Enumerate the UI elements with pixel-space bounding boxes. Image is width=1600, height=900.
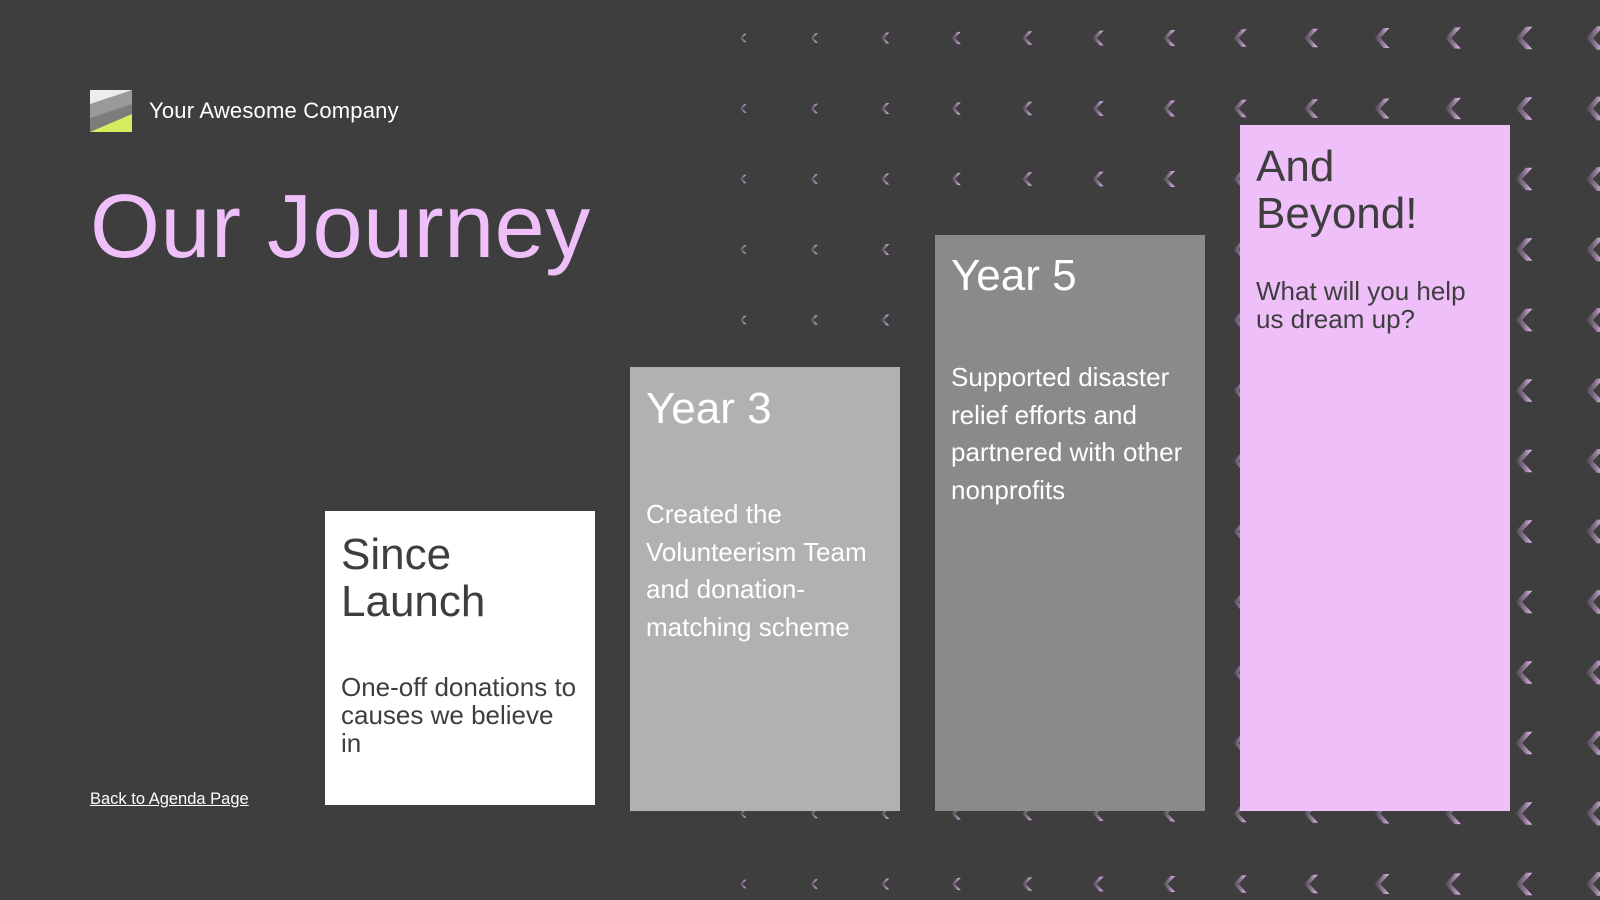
company-name: Your Awesome Company [149,98,399,123]
chevron-left-icon [810,879,818,889]
chevron-left-icon [740,315,747,325]
chevron-left-icon [1163,876,1176,892]
card-title: Since Launch [341,530,486,627]
chevron-left-icon [1586,167,1600,191]
chevron-left-icon [1445,27,1461,49]
chevron-left-icon [1586,26,1600,50]
chevron-left-icon [1515,238,1533,261]
card-text: Supported disaster relief efforts and pa… [951,362,1183,506]
timeline-card-year-5: Year 5 Supported disaster relief efforts… [935,235,1205,811]
chevron-left-icon [1515,449,1533,473]
chevron-left-icon [1304,99,1318,118]
chevron-left-icon [1515,167,1533,191]
chevron-left-icon [740,104,747,113]
chevron-left-icon [810,315,818,325]
chevron-left-icon [1515,26,1533,50]
chevron-left-icon [951,172,961,186]
chevron-left-icon [1586,237,1600,262]
chevron-left-icon [810,244,818,255]
company-logo-icon [90,90,132,132]
chevron-left-icon [1586,519,1600,544]
chevron-left-icon [1586,449,1600,473]
chevron-left-icon [1515,308,1533,332]
chevron-left-icon [1445,97,1461,120]
chevron-left-icon [1304,874,1318,894]
chevron-left-icon [1515,97,1533,120]
chevron-left-icon [881,878,890,890]
chevron-left-icon [740,245,747,254]
chevron-left-icon [740,174,747,184]
chevron-left-icon [1586,308,1600,332]
chevron-left-icon [1022,101,1033,116]
chevron-left-icon [1515,590,1533,614]
chevron-left-icon [1515,872,1533,896]
card-title: Year 5 [951,251,1077,300]
chevron-left-icon [1515,379,1533,402]
chevron-left-icon [881,103,890,114]
chevron-left-icon [1022,172,1033,186]
chevron-left-icon [1515,661,1533,684]
chevron-left-icon [881,32,890,44]
chevron-left-icon [1022,31,1033,45]
chevron-left-icon [1022,877,1033,891]
chevron-left-icon [810,174,818,184]
chevron-left-icon [1445,873,1461,895]
timeline-card-and-beyond: And Beyond! What will you help us dream … [1240,125,1510,811]
chevron-left-icon [1233,875,1247,893]
chevron-left-icon [810,33,818,43]
chevron-left-icon [1586,378,1600,403]
chevron-left-icon [1374,874,1390,894]
chevron-left-icon [951,31,961,45]
chevron-left-icon [1515,731,1533,755]
chevron-left-icon [881,244,890,255]
chevron-left-icon [951,102,961,115]
timeline-card-year-3: Year 3 Created the Volunteerism Team and… [630,367,900,811]
chevron-left-icon [1586,872,1600,896]
chevron-left-icon [1092,30,1104,46]
chevron-left-icon [1092,876,1104,892]
chevron-left-icon [1304,28,1318,48]
card-text: One-off donations to causes we believe i… [341,672,577,759]
chevron-left-icon [810,103,818,114]
brand: Your Awesome Company [90,90,399,132]
back-to-agenda-link[interactable]: Back to Agenda Page [90,790,249,808]
chevron-left-icon [1163,100,1176,117]
chevron-left-icon [1233,99,1247,118]
chevron-left-icon [740,33,747,43]
chevron-left-icon [1374,28,1390,48]
chevron-left-icon [1586,801,1600,826]
timeline-card-since-launch: Since Launch One-off donations to causes… [325,511,595,805]
chevron-left-icon [1233,29,1247,47]
chevron-left-icon [1586,590,1600,614]
page-title: Our Journey [90,177,591,277]
chevron-left-icon [1586,731,1600,755]
chevron-left-icon [1586,660,1600,685]
card-title: And Beyond! [1256,142,1418,239]
card-text: What will you help us dream up? [1256,276,1466,335]
chevron-left-icon [1163,30,1176,46]
chevron-left-icon [1092,101,1104,116]
chevron-left-icon [881,314,890,326]
chevron-left-icon [1163,171,1176,187]
chevron-left-icon [1515,802,1533,825]
chevron-left-icon [1092,171,1104,187]
chevron-left-icon [951,877,961,891]
chevron-left-icon [740,879,747,889]
chevron-left-icon [1586,96,1600,121]
chevron-left-icon [1374,98,1390,119]
card-title: Year 3 [646,384,772,433]
chevron-left-icon [1515,520,1533,543]
chevron-left-icon [881,173,890,185]
card-text: Created the Volunteerism Team and donati… [646,499,867,643]
